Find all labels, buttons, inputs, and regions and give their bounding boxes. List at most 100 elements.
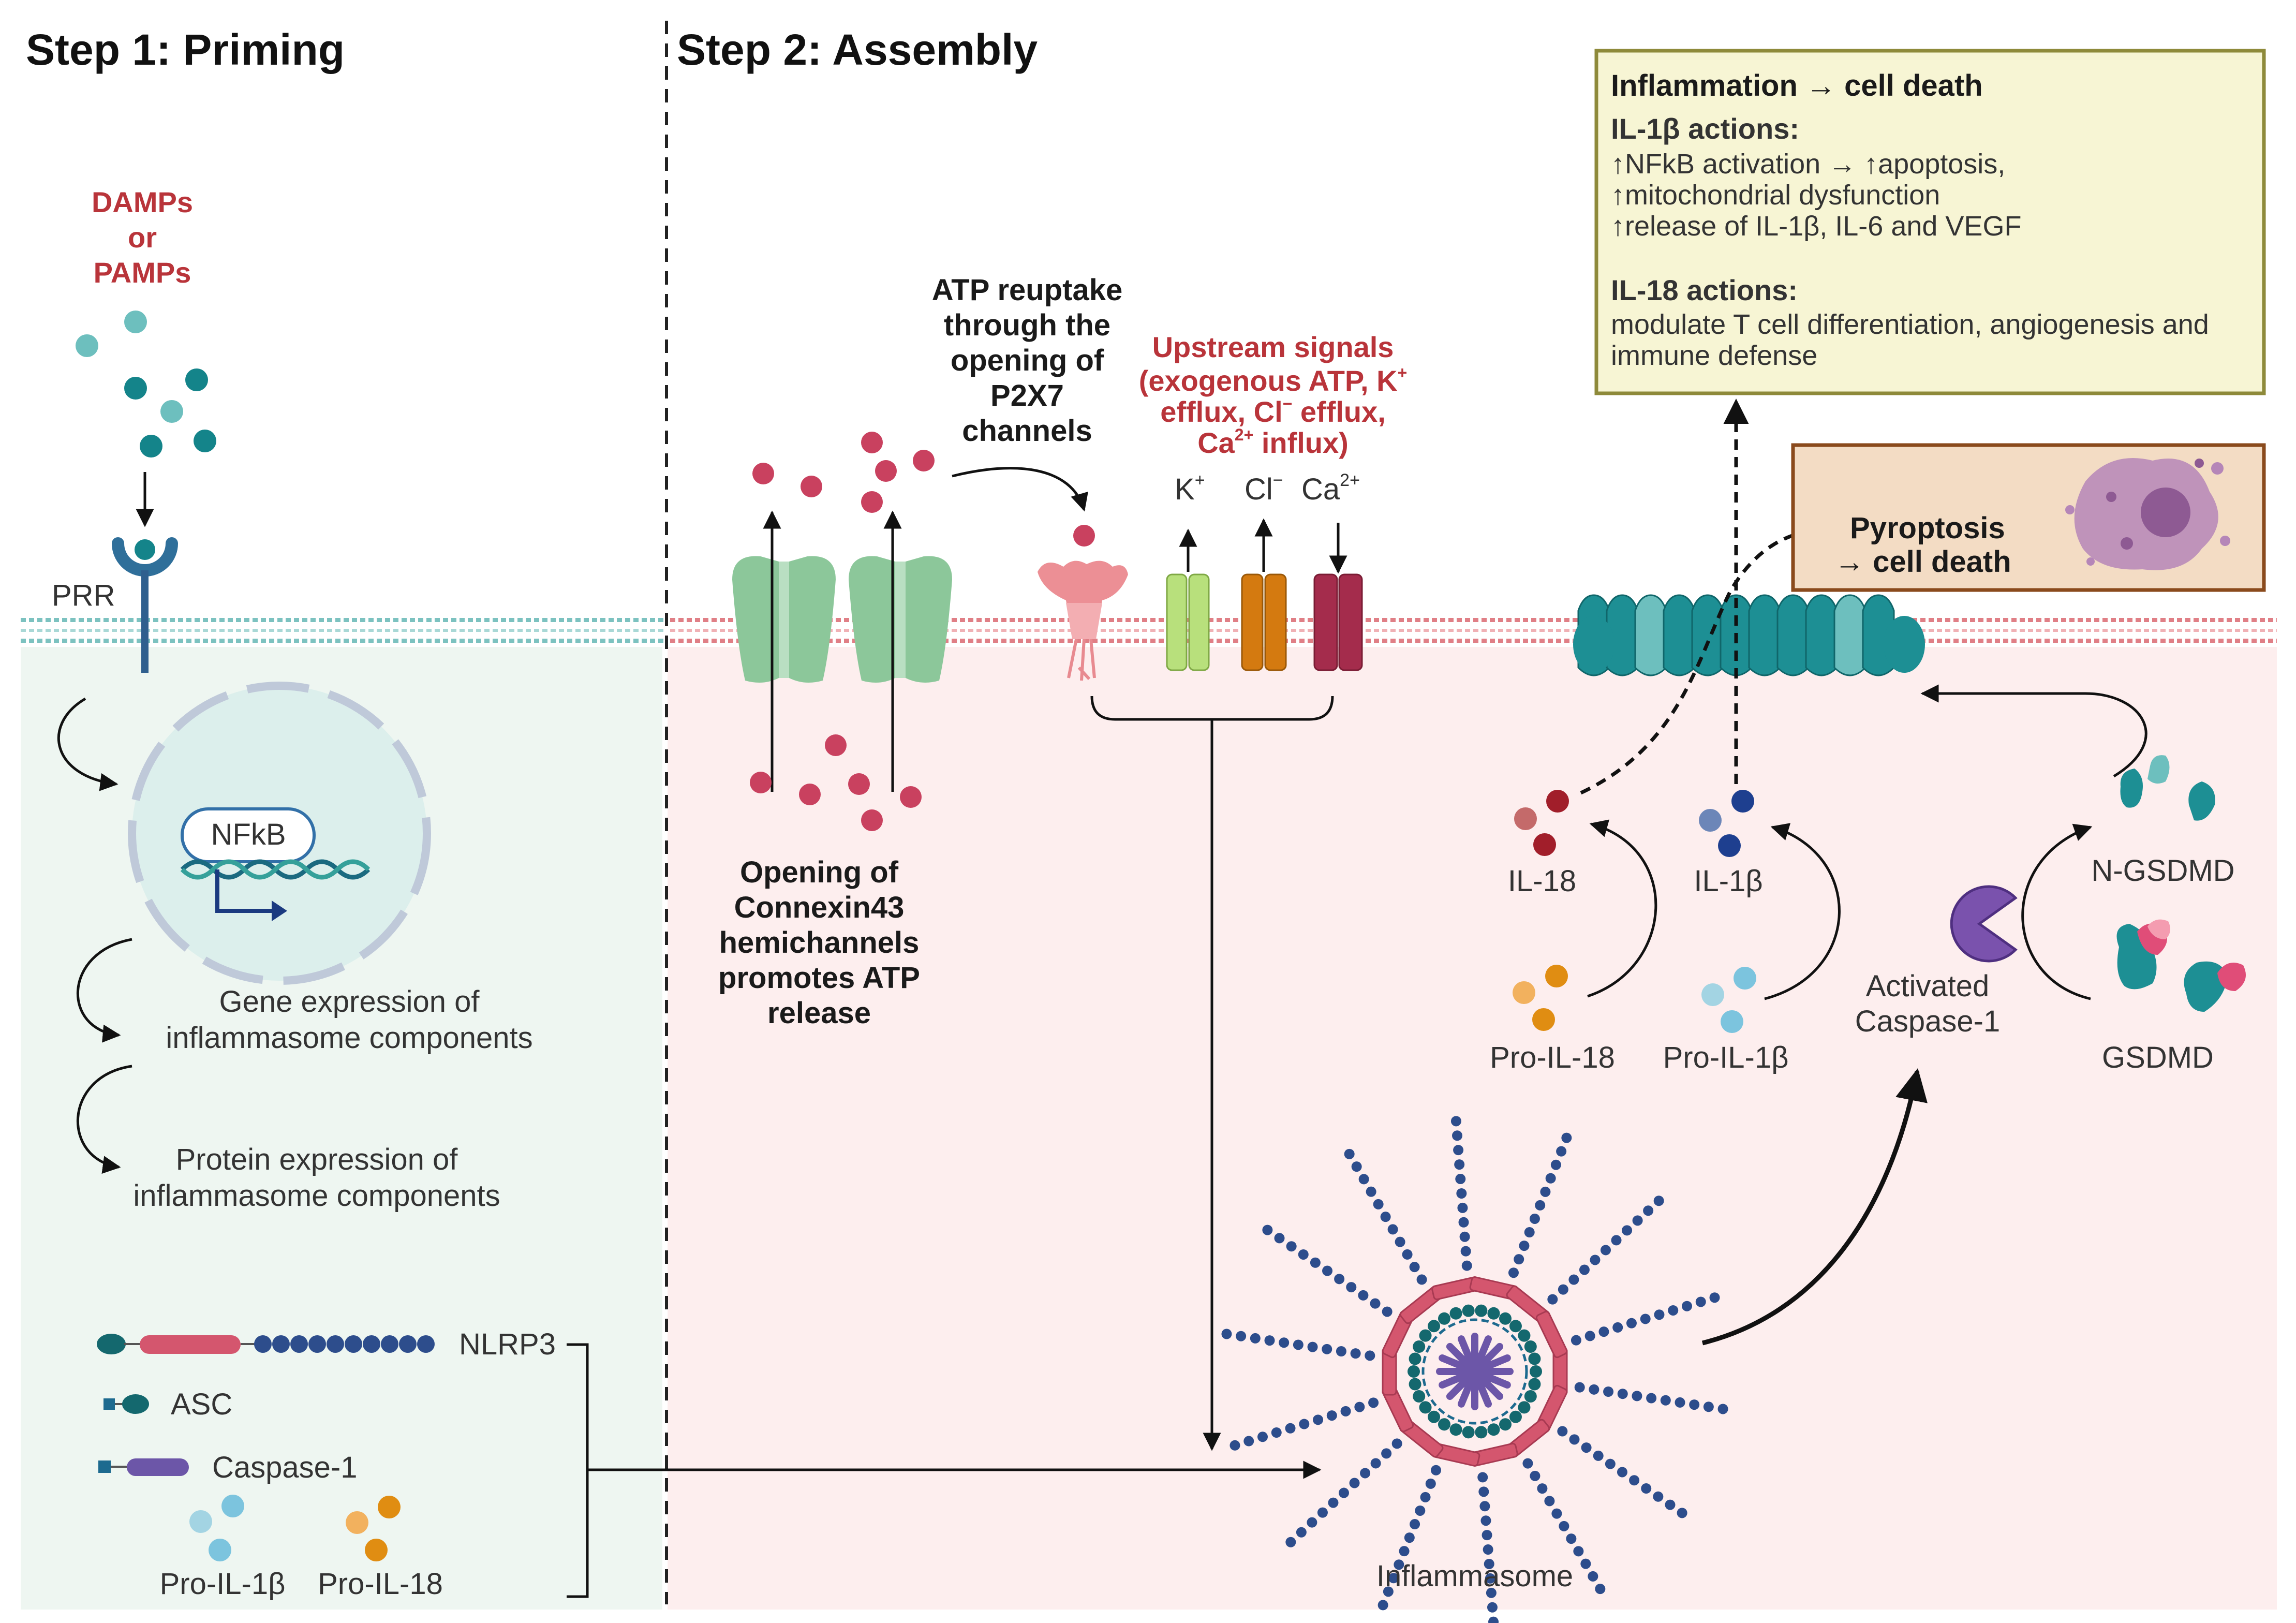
- n-gsdmd-proteins: [2120, 755, 2215, 821]
- inflammasome-asc-bead: [1419, 1329, 1432, 1342]
- inflammasome-ldr-bead: [1317, 1507, 1328, 1518]
- inflammasome-ldr-bead: [1354, 1401, 1365, 1412]
- gsdmd-pore-subunit: [1805, 594, 1838, 676]
- inflammasome-asc-bead: [1499, 1418, 1512, 1431]
- inflammasome-ldr-bead: [1522, 1458, 1533, 1469]
- inflammasome-asc-bead: [1449, 1423, 1462, 1436]
- inflammasome-ldr-bead: [1410, 1519, 1420, 1530]
- inflammasome-ldr-bead: [1717, 1404, 1728, 1414]
- inflammasome-ldr-bead: [1689, 1399, 1700, 1410]
- pro-il1b-label-left: Pro-IL-1β: [160, 1567, 286, 1601]
- inflammasome-ldr-bead: [1629, 1475, 1640, 1486]
- inflammasome-ldr-bead: [1545, 1173, 1556, 1184]
- dna-icon: [180, 859, 371, 921]
- inflammasome-ldr-bead: [1358, 1174, 1369, 1185]
- inflammasome-ldr-bead: [1595, 1584, 1606, 1595]
- inflammasome-asc-bead: [1449, 1307, 1462, 1320]
- inflammasome-ldr-bead: [1380, 1212, 1391, 1222]
- inflammasome-ldr-bead: [1569, 1434, 1580, 1445]
- inflammasome-ldr-bead: [1559, 1521, 1569, 1531]
- inflammasome-ldr-bead: [1425, 1478, 1436, 1489]
- inflammasome-ldr-bead: [1480, 1515, 1491, 1526]
- inflammasome-ldr-bead: [1416, 1274, 1427, 1285]
- inflammasome-asc-bead: [1509, 1320, 1522, 1333]
- inflammasome-ldr-bead: [1653, 1491, 1664, 1502]
- inflammasome-ldr-bead: [1590, 1255, 1601, 1265]
- inflammasome-ldr-bead: [1482, 1530, 1492, 1541]
- inflammasome-ldr-bead: [1420, 1492, 1431, 1502]
- svg-text:P2X7: P2X7: [990, 379, 1064, 412]
- priming-curve-arrow-1: [57, 697, 118, 791]
- inflammasome-ldr-bead: [1415, 1505, 1426, 1516]
- svg-text:Ca2+ influx): Ca2+ influx): [1197, 425, 1349, 459]
- inflammasome-ldr-bead: [1450, 1116, 1461, 1127]
- nlrp3-label: NLRP3: [459, 1327, 556, 1361]
- inflammasome-ldr-bead: [1603, 1386, 1614, 1397]
- inflammasome-ldr-bead: [1453, 1145, 1464, 1156]
- inflammasome-ldr-bead: [1566, 1533, 1577, 1544]
- il18-particles: [1514, 790, 1569, 856]
- pro-il18-particles-left: [346, 1496, 401, 1561]
- inflammasome-asc-bead: [1438, 1312, 1450, 1325]
- n-gsdmd-label: N-GSDMD: [2091, 854, 2234, 888]
- inflammasome-ldr-bead: [1279, 1337, 1290, 1348]
- pro-il18-processing-arrow: [1587, 819, 1657, 998]
- inflammasome-ldr-bead: [1377, 1600, 1388, 1611]
- inflammasome-ldr-bead: [1322, 1265, 1333, 1276]
- inflammasome-ldr-bead: [1459, 1231, 1470, 1242]
- inflammasome-ldr-bead: [1307, 1517, 1317, 1528]
- connexin43-hemichannel-1: [732, 556, 836, 683]
- inflammasome-ldr-bead: [1394, 1559, 1404, 1570]
- svg-text:promotes ATP: promotes ATP: [718, 961, 920, 995]
- inflammasome-ldr-bead: [1250, 1333, 1261, 1344]
- ca-channel: [1313, 573, 1363, 671]
- gsdmd-pore: [1573, 594, 1925, 676]
- il1b-particles: [1699, 790, 1754, 857]
- inflammasome-ldr-bead: [1641, 1483, 1652, 1494]
- inflammasome-ldr-bead: [1574, 1382, 1585, 1393]
- inflammasome-asc-bead: [1419, 1401, 1432, 1414]
- inflammasome-ldr-bead: [1535, 1200, 1546, 1211]
- gsdmd-label: GSDMD: [2102, 1041, 2214, 1074]
- inflammasome-label: Inflammasome: [1376, 1559, 1573, 1593]
- step1-title: Step 1: Priming: [26, 25, 345, 74]
- gsdmd-pore-subunit: [1634, 594, 1667, 676]
- inflammasome-ldr-bead: [1477, 1472, 1488, 1483]
- inflammasome-asc-bead: [1409, 1352, 1421, 1365]
- priming-curve-arrow-3: [76, 1065, 132, 1174]
- activated-caspase1-icon: [1950, 885, 2018, 963]
- inflammasome-ldr-bead: [1529, 1213, 1540, 1224]
- inflammasome-ldr-bead: [1581, 1442, 1592, 1453]
- pro-il18-label-left: Pro-IL-18: [318, 1567, 443, 1601]
- inflammasome-asc-bead: [1408, 1365, 1420, 1378]
- inflammasome-ldr-bead: [1484, 1558, 1494, 1569]
- inflammasome-ldr-bead: [1703, 1401, 1714, 1412]
- protein-expression-label: Protein expression of inflammasome compo…: [133, 1143, 500, 1213]
- inflammasome-ldr-bead: [1488, 1616, 1499, 1623]
- inflammasome-ldr-bead: [1485, 1573, 1495, 1584]
- svg-text:opening of: opening of: [951, 344, 1104, 377]
- caspase1-protein: [98, 1458, 189, 1476]
- inflammasome-ldr-bead: [1257, 1432, 1268, 1442]
- inflammasome-ldr-bead: [1365, 1350, 1375, 1361]
- inflammasome-ldr-bead: [1508, 1267, 1519, 1278]
- inflammasome-ldr-bead: [1643, 1205, 1654, 1216]
- inflammasome-ldr-bead: [1310, 1257, 1321, 1268]
- inflammasome-to-caspase-arrow: [1701, 1068, 1928, 1346]
- svg-text:DAMPs: DAMPs: [92, 186, 193, 218]
- pro-il18-particles-right: [1513, 965, 1568, 1031]
- inflammasome-ldr-bead: [1402, 1249, 1413, 1260]
- inflammasome-ldr-bead: [1600, 1245, 1611, 1256]
- inflammasome-ldr-bead: [1358, 1290, 1369, 1301]
- p2x7-receptor: [1038, 560, 1128, 681]
- inflammasome-ldr-bead: [1460, 1246, 1471, 1257]
- inflammasome-ldr-bead: [1336, 1346, 1346, 1356]
- inflammasome-ldr-bead: [1598, 1326, 1609, 1337]
- connexin-label: Opening of Connexin43 hemichannels promo…: [718, 855, 920, 1030]
- atp-reuptake-arrow: [952, 467, 1088, 512]
- inflammasome-ldr-bead: [1478, 1486, 1489, 1497]
- svg-text:→ cell death: → cell death: [1834, 545, 2011, 579]
- inflammasome-asc-bead: [1528, 1378, 1541, 1391]
- inflammasome-ldr-bead: [1544, 1496, 1555, 1507]
